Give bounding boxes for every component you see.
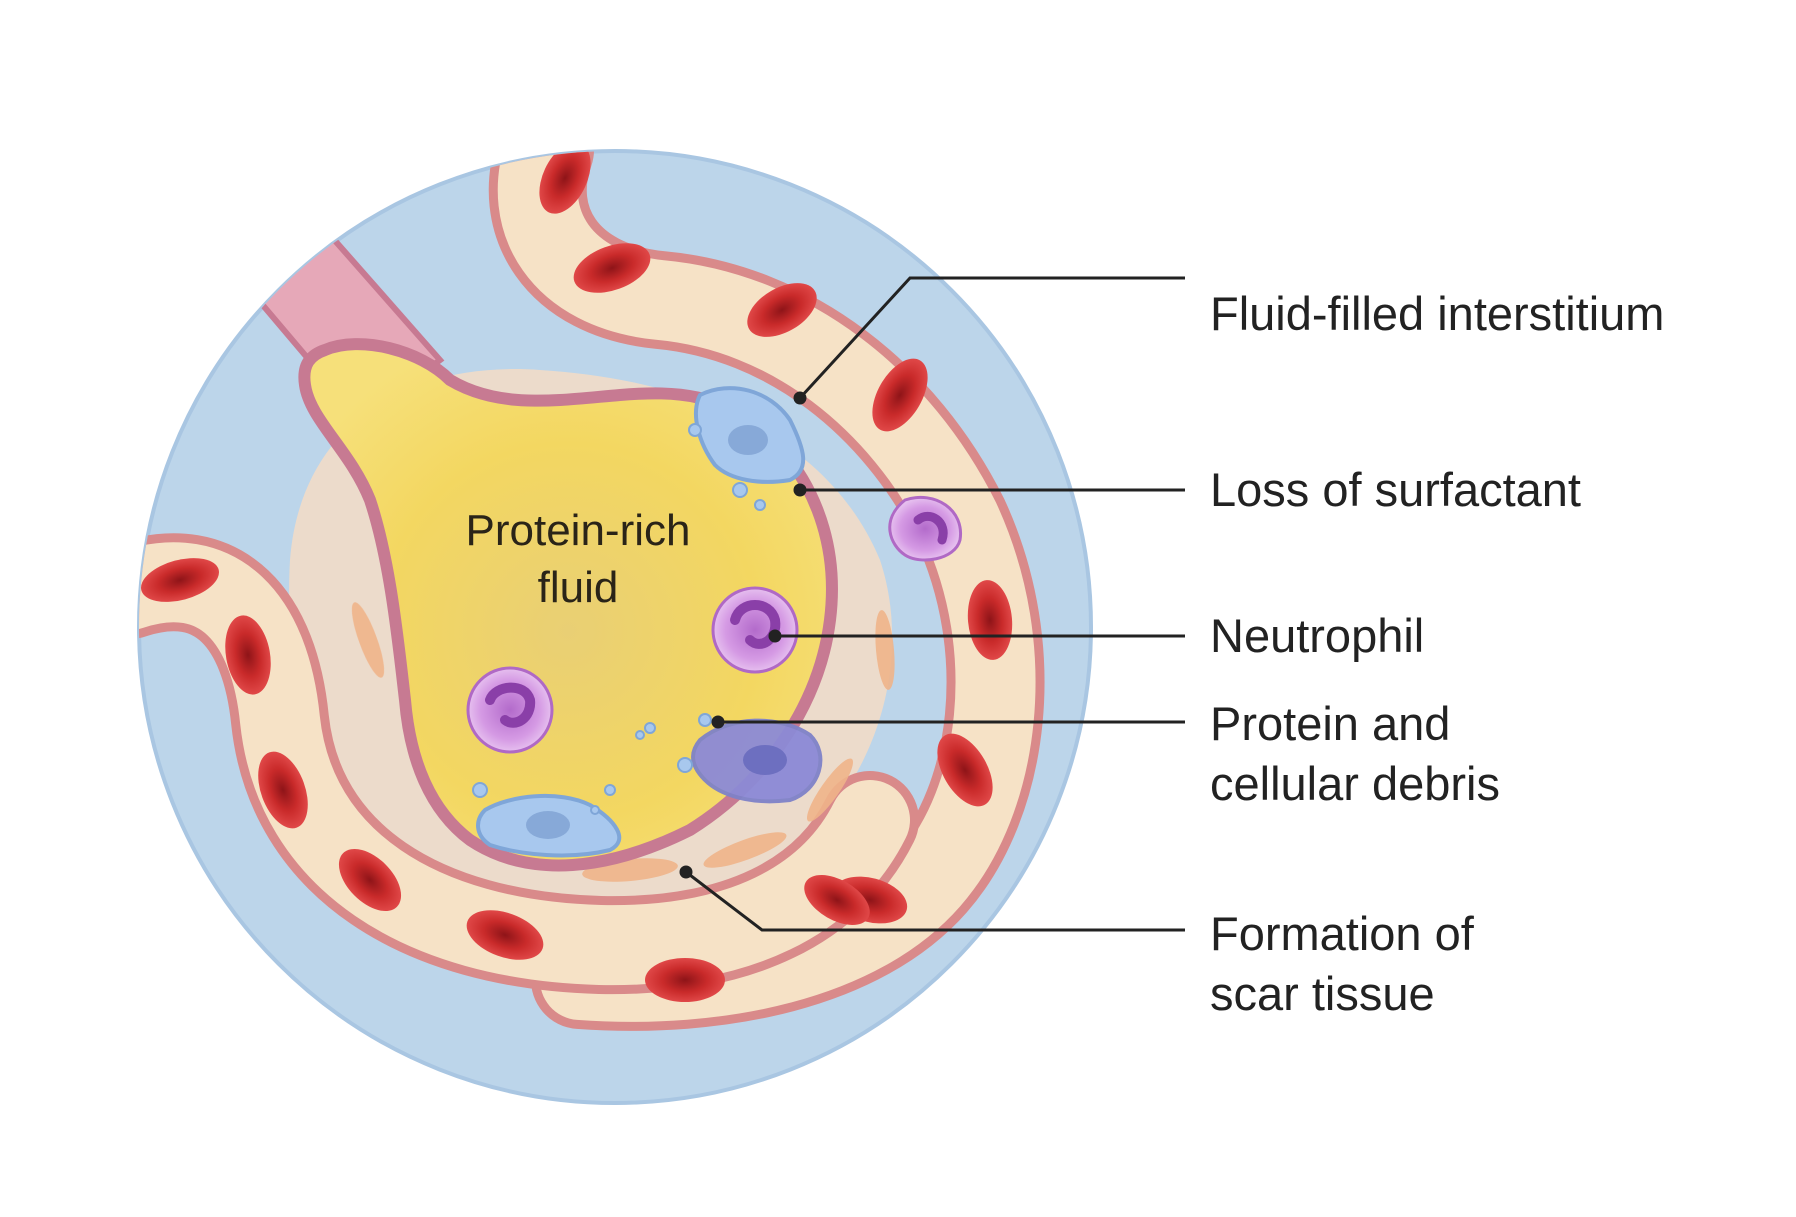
surfactant-cells bbox=[476, 386, 823, 858]
label-interstitium: Fluid-filled interstitium bbox=[1210, 287, 1664, 340]
center-label-line2: fluid bbox=[538, 563, 619, 612]
protein-rich-fluid bbox=[298, 338, 838, 872]
label-debris-line2: cellular debris bbox=[1210, 757, 1500, 810]
label-scar-line1: Formation of bbox=[1210, 907, 1475, 960]
scar-tissue-cells bbox=[351, 602, 895, 882]
alveolus-cross-section bbox=[139, 151, 1045, 1031]
label-surfactant: Loss of surfactant bbox=[1210, 463, 1581, 516]
leader-line-scar bbox=[685, 870, 1185, 932]
label-scar-line2: scar tissue bbox=[1210, 967, 1435, 1020]
label-debris-line1: Protein and bbox=[1210, 697, 1450, 750]
leader-lines bbox=[679, 276, 1185, 932]
leader-line-interstitium bbox=[798, 276, 1185, 400]
cellular-debris bbox=[472, 423, 766, 815]
red-blood-cells bbox=[141, 151, 1013, 1002]
label-neutrophil: Neutrophil bbox=[1210, 609, 1424, 662]
neutrophils bbox=[466, 495, 962, 754]
center-label-line1: Protein-rich bbox=[466, 506, 691, 555]
